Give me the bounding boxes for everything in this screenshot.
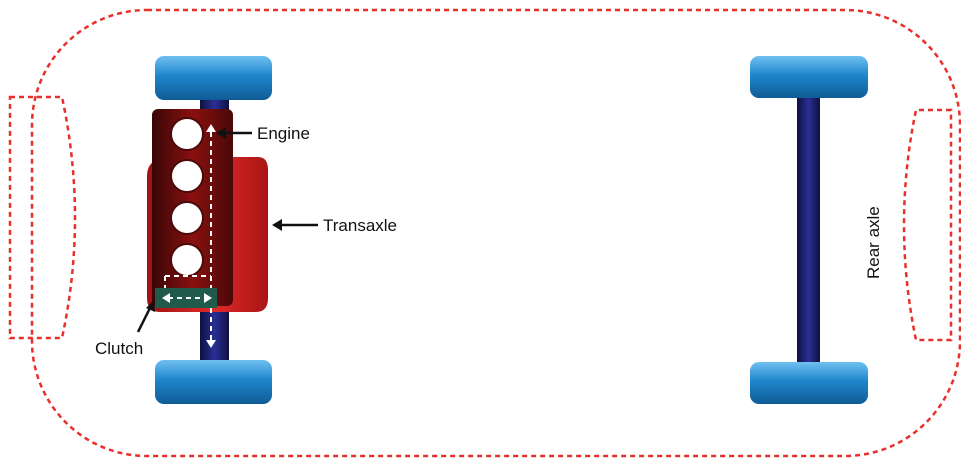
clutch-label: Clutch <box>95 339 143 358</box>
engine-label: Engine <box>257 124 310 143</box>
front-right-wheel <box>155 360 272 404</box>
engine-cylinder <box>170 201 204 235</box>
engine-cylinder <box>170 159 204 193</box>
engine-cylinder <box>170 117 204 151</box>
transaxle-label: Transaxle <box>323 216 397 235</box>
power-flow-arrow-up <box>206 124 216 132</box>
engine-leader-arrow <box>216 127 226 139</box>
rear-left-wheel <box>750 56 868 98</box>
rear-bumper-outline <box>902 108 953 342</box>
clutch-arrow-left <box>162 293 170 303</box>
rear-axle <box>797 90 820 370</box>
transaxle-leader-arrow <box>272 219 282 231</box>
clutch-leader-arrow <box>146 300 155 312</box>
clutch-leader-line <box>136 305 153 333</box>
rear-axle-label: Rear axle <box>864 206 883 279</box>
rear-right-wheel <box>750 362 868 404</box>
engine-cylinder <box>170 243 204 277</box>
front-bumper-outline <box>8 95 77 340</box>
front-left-wheel <box>155 56 272 100</box>
power-flow-path <box>164 126 212 290</box>
clutch-arrow-right <box>204 293 212 303</box>
car-body-outline <box>30 8 961 458</box>
axle-flow-arrow-down <box>206 340 216 348</box>
